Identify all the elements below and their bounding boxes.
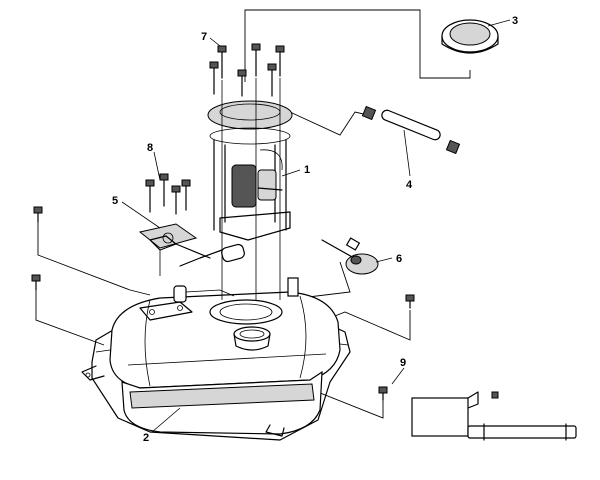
fuel-tank: [81, 277, 351, 441]
callout-labels: 1 2 3 4 5 6 7 8 9: [112, 15, 518, 444]
callout-8: 8: [147, 142, 153, 154]
leader-lines: [121, 19, 511, 433]
callout-6: 6: [396, 253, 402, 265]
inset-detail: [411, 391, 577, 441]
fuel-hose: [361, 105, 461, 155]
callout-1: 1: [304, 164, 310, 176]
bolts-7: [209, 43, 285, 300]
callout-9: 9: [400, 357, 406, 369]
level-sender: [138, 223, 211, 276]
callout-5: 5: [112, 195, 118, 207]
vent-valve: [321, 237, 379, 275]
bolts-8: [145, 173, 191, 215]
callout-3: 3: [512, 15, 518, 27]
fuel-pump-assembly: [179, 100, 293, 267]
callout-4: 4: [406, 179, 413, 191]
callout-2: 2: [143, 432, 149, 444]
callout-7: 7: [201, 31, 207, 43]
fuel-cap: [441, 19, 499, 54]
guide-lines: [35, 9, 471, 419]
loose-bolts: [31, 206, 415, 401]
